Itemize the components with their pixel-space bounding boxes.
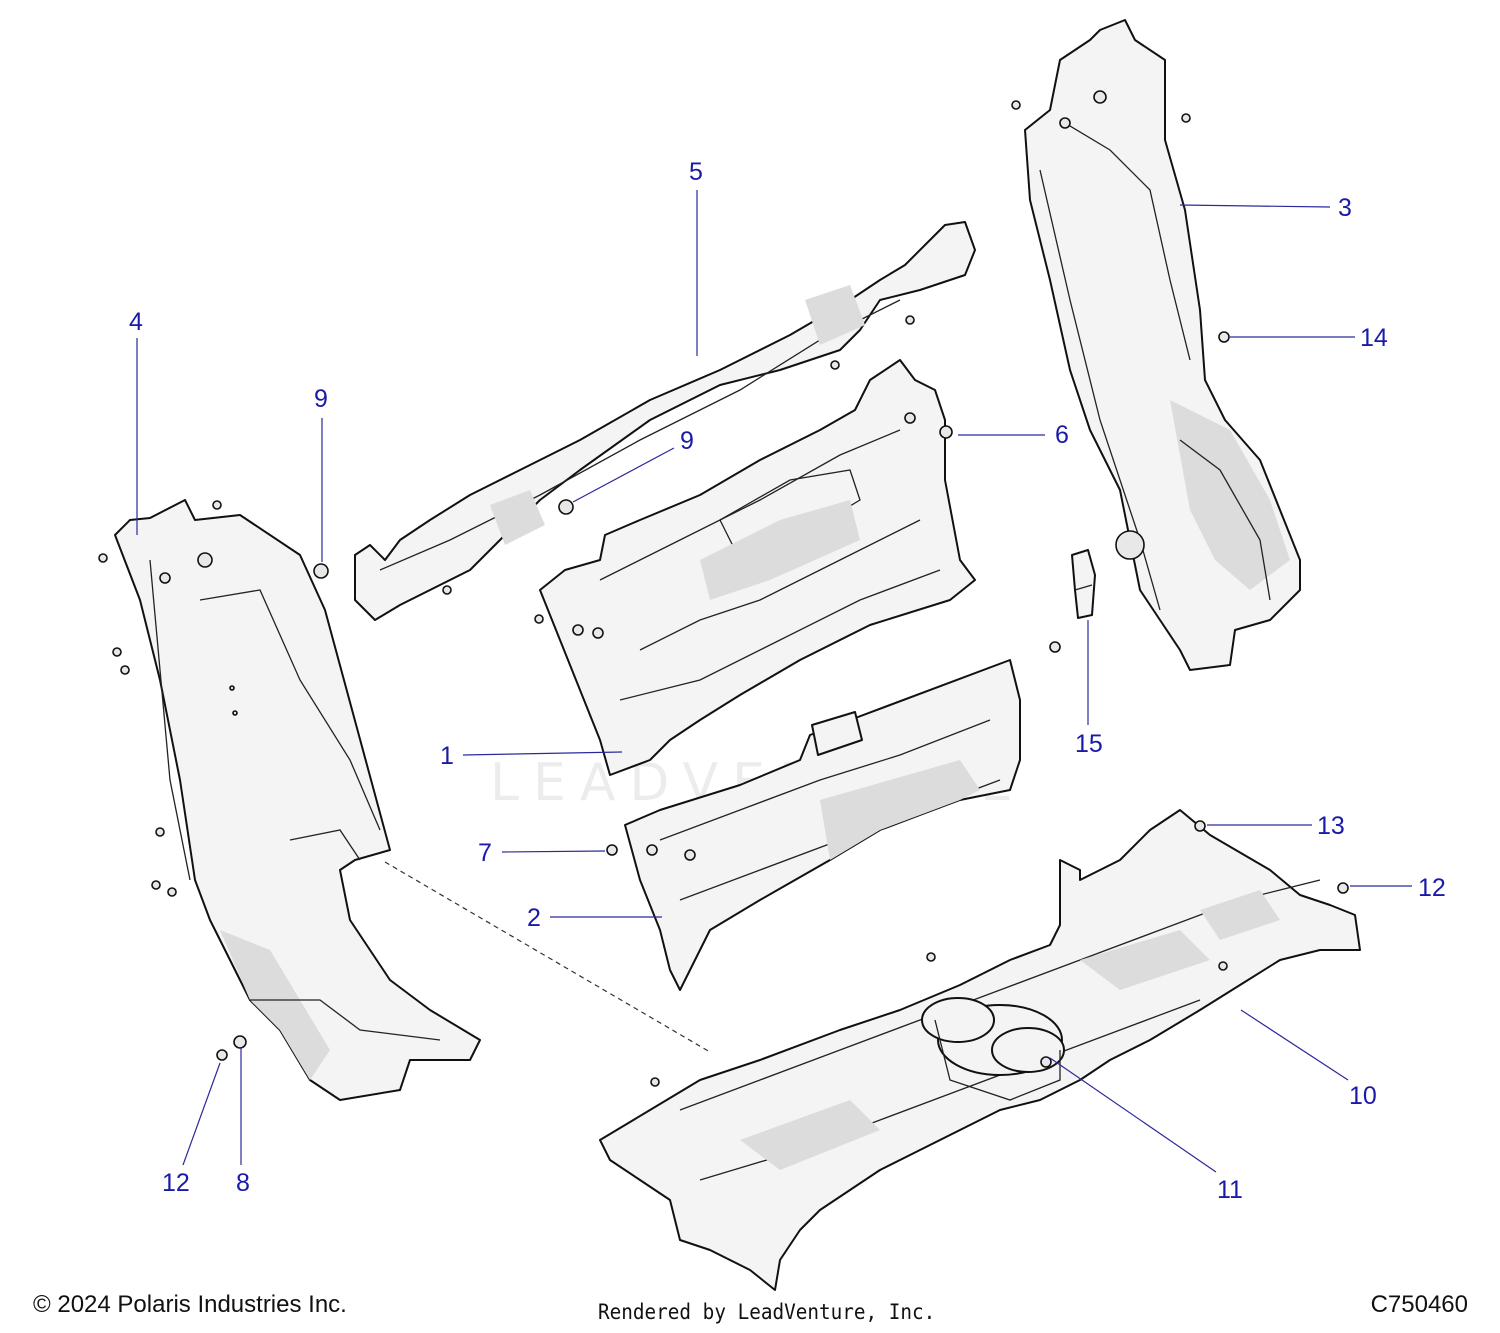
fastener-12-right <box>1337 882 1349 894</box>
fastener-clip <box>534 614 544 624</box>
fastener-clip <box>905 315 915 325</box>
callout-10: 10 <box>1349 1082 1377 1110</box>
leader-3 <box>1179 204 1331 208</box>
callout-11: 11 <box>1217 1176 1243 1204</box>
fastener-14 <box>1218 331 1230 343</box>
callout-13: 13 <box>1317 812 1345 840</box>
fastener-6 <box>939 425 953 439</box>
callout-numbers: 1 2 3 4 5 6 7 8 9 9 10 11 12 12 13 14 15 <box>129 158 1446 1204</box>
fastener-12-left <box>216 1049 228 1061</box>
fastener-clip <box>830 360 840 370</box>
fastener-clip <box>155 827 165 837</box>
fastener-clip <box>167 887 177 897</box>
fastener-clip <box>212 500 222 510</box>
fastener-clip <box>112 647 122 657</box>
callout-2: 2 <box>527 904 541 932</box>
fastener-clip <box>1218 961 1228 971</box>
callout-5: 5 <box>689 158 703 186</box>
callout-12-left: 12 <box>162 1169 190 1197</box>
callout-8: 8 <box>236 1169 250 1197</box>
part-2-lower-back-panel <box>624 659 1021 991</box>
callout-3: 3 <box>1338 194 1352 222</box>
fastener-clip <box>120 665 130 675</box>
callout-14: 14 <box>1360 324 1388 352</box>
fastener-9-center <box>558 499 574 515</box>
rendered-by-text: Rendered by LeadVenture, Inc. <box>598 1300 936 1324</box>
fastener-clip <box>1011 100 1021 110</box>
fastener-9-left <box>313 563 329 579</box>
callout-4: 4 <box>129 308 143 336</box>
fasteners <box>98 100 1349 1087</box>
fastener-clip <box>151 880 161 890</box>
leader-9-center <box>572 447 675 503</box>
callout-1: 1 <box>440 742 454 770</box>
callout-6: 6 <box>1055 421 1069 449</box>
fastener-clip <box>442 585 452 595</box>
part-1-upper-back-panel <box>539 359 976 776</box>
fastener-clip <box>926 952 936 962</box>
callout-7: 7 <box>478 839 492 867</box>
diagram-code: C750460 <box>1370 1291 1468 1318</box>
fastener-13 <box>1194 820 1206 832</box>
leader-11 <box>1049 1057 1217 1173</box>
part-4-left-side-panel <box>114 499 481 1101</box>
fastener-clip <box>684 849 696 861</box>
fastener-8 <box>233 1035 247 1049</box>
callout-12-right: 12 <box>1418 874 1446 902</box>
copyright-text: © 2024 Polaris Industries Inc. <box>33 1291 347 1318</box>
fastener-clip <box>650 1077 660 1087</box>
leader-10 <box>1240 1009 1349 1081</box>
fastener-clip <box>1181 113 1191 123</box>
part-15-bracket <box>1071 549 1096 619</box>
fastener-clip <box>98 553 108 563</box>
part-11-cup-holder <box>921 997 1065 1101</box>
leader-12-left <box>182 1062 221 1166</box>
callout-9-center: 9 <box>680 427 694 455</box>
leader-lines <box>136 190 1412 1173</box>
leader-1 <box>462 751 623 756</box>
fastener-7 <box>606 844 618 856</box>
fastener-clip <box>592 627 604 639</box>
callout-15: 15 <box>1075 730 1103 758</box>
part-5-upper-crossmember <box>354 221 976 621</box>
callout-9-left: 9 <box>314 385 328 413</box>
part-3-right-side-panel <box>1024 19 1301 671</box>
leader-7 <box>501 850 606 853</box>
fastener-clip <box>1049 641 1061 653</box>
